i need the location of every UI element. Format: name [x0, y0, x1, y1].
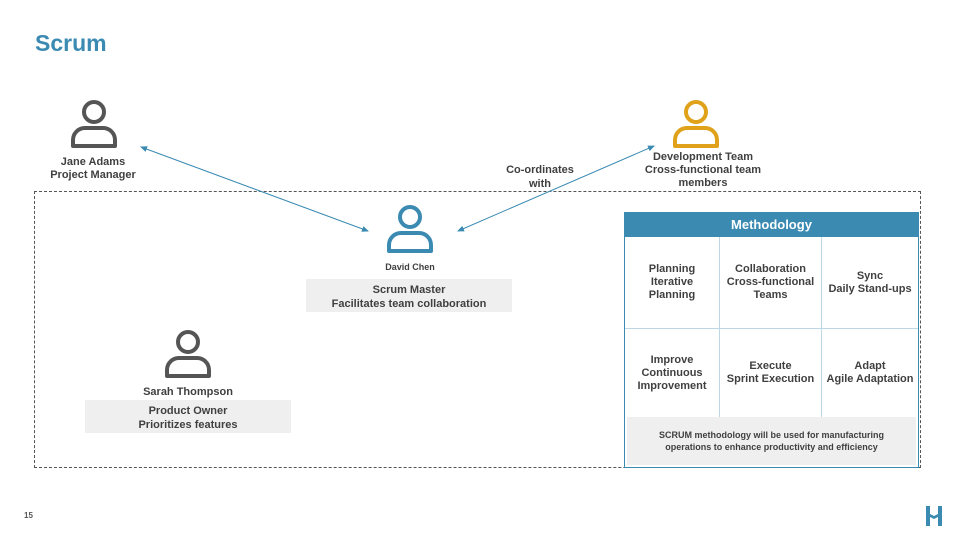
- cell-line: Iterative: [650, 276, 694, 288]
- person-name: Development Team: [652, 151, 754, 163]
- connector-label: Co-ordinates with: [500, 163, 580, 191]
- cell-title: Collaboration: [735, 263, 806, 275]
- methodology-cell-collaboration: Collaboration Cross-functional Teams: [720, 237, 822, 329]
- person-sarah-name: Sarah Thompson: [143, 386, 233, 398]
- person-icon: [71, 100, 117, 148]
- role-description: Prioritizes features: [138, 419, 238, 431]
- cell-line: Continuous: [641, 366, 703, 379]
- connector-label-line2: with: [529, 178, 551, 190]
- role-box-product-owner: Product Owner Prioritizes features: [85, 400, 291, 433]
- brand-logo-icon: [926, 506, 942, 526]
- cell-title: Improve: [650, 353, 694, 366]
- methodology-cell-planning: Planning Iterative Planning: [625, 237, 720, 329]
- cell-title: Adapt: [854, 360, 886, 372]
- methodology-footer: SCRUM methodology will be used for manuf…: [627, 417, 916, 465]
- person-dev-team-label: Development Team Cross-functional team m…: [638, 151, 768, 190]
- methodology-cell-execute: Execute Sprint Execution: [720, 329, 822, 417]
- person-name: Jane Adams: [60, 156, 126, 168]
- role-title: Scrum Master: [372, 284, 446, 296]
- methodology-cell-improve: Improve Continuous Improvement: [625, 329, 720, 417]
- cell-title: Planning: [648, 263, 696, 275]
- methodology-grid: Planning Iterative Planning Collaboratio…: [625, 237, 918, 417]
- person-icon: [387, 205, 433, 253]
- page-number: 15: [24, 511, 33, 520]
- cell-line: Planning: [648, 289, 696, 301]
- slide-title: Scrum: [35, 30, 107, 56]
- person-role: Project Manager: [50, 169, 136, 181]
- cell-line: Agile Adaptation: [826, 373, 914, 385]
- cell-line: Teams: [753, 289, 788, 301]
- cell-line: Cross-functional: [726, 276, 815, 288]
- arrow-jane-to-david: [140, 146, 369, 232]
- methodology-cell-sync: Sync Daily Stand-ups: [822, 237, 918, 329]
- cell-title: Execute: [749, 360, 792, 372]
- methodology-panel: Methodology Planning Iterative Planning …: [624, 212, 919, 468]
- role-description: Facilitates team collaboration: [331, 298, 487, 310]
- methodology-cell-adapt: Adapt Agile Adaptation: [822, 329, 918, 417]
- role-box-scrum-master: Scrum Master Facilitates team collaborat…: [306, 279, 512, 312]
- cell-title: Sync: [856, 269, 884, 282]
- cell-line: Daily Stand-ups: [828, 282, 912, 295]
- cell-line: Sprint Execution: [726, 373, 815, 385]
- arrow-david-to-dev-team: [457, 145, 655, 232]
- person-jane-label: Jane Adams Project Manager: [33, 156, 153, 182]
- cell-line: Improvement: [637, 379, 707, 392]
- person-role: Cross-functional team members: [644, 164, 762, 189]
- connector-label-line1: Co-ordinates: [506, 164, 574, 176]
- person-icon: [673, 100, 719, 148]
- person-icon: [165, 330, 211, 378]
- role-title: Product Owner: [148, 405, 228, 417]
- methodology-header: Methodology: [625, 213, 918, 237]
- person-david-name: David Chen: [385, 262, 435, 272]
